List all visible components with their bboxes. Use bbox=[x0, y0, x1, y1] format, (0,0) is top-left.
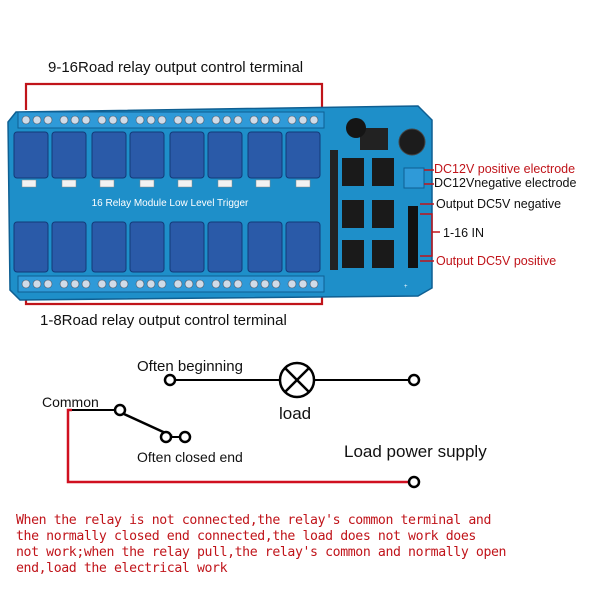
dc12v-positive-label: DC12V positive electrode bbox=[434, 162, 576, 176]
dc12v-negative-label: DC12Vnegative electrode bbox=[434, 176, 577, 190]
load-supply-terminal-top bbox=[407, 373, 421, 387]
explanation-note: When the relay is not connected,the rela… bbox=[16, 513, 596, 577]
load-label: load bbox=[279, 404, 312, 423]
bottom-terminal-label: 1-8Road relay output control terminal bbox=[40, 312, 287, 329]
relay-circuit-schematic bbox=[66, 361, 421, 489]
top-terminal-screws bbox=[21, 115, 319, 125]
dc5v-negative-label: Output DC5V negative bbox=[436, 197, 562, 211]
dc5v-positive-label: Output DC5V positive bbox=[436, 254, 557, 268]
control-ic-area: + bbox=[330, 118, 426, 290]
top-leds bbox=[21, 179, 311, 188]
bottom-terminal-screws bbox=[21, 279, 319, 289]
callout-lines bbox=[420, 169, 440, 262]
note-line-3: not work;when the relay pull,the relay's… bbox=[16, 545, 507, 560]
often-beginning-label: Often beginning bbox=[137, 358, 243, 375]
top-terminal-strip bbox=[17, 111, 325, 129]
inputs-label: 1-16 IN bbox=[443, 226, 484, 240]
relay-board-diagram: 16 Relay Module Low Level Trigger + bbox=[7, 82, 440, 306]
svg-text:+: + bbox=[404, 284, 408, 290]
note-line-4: end,load the electrical work bbox=[16, 561, 228, 576]
often-beginning-terminal bbox=[163, 373, 177, 387]
often-closed-end-label: Often closed end bbox=[137, 449, 243, 465]
module-print: 16 Relay Module Low Level Trigger bbox=[92, 198, 249, 209]
top-bracket bbox=[24, 82, 324, 110]
note-line-2: the normally closed end connected,the lo… bbox=[16, 529, 476, 544]
bottom-terminal-strip bbox=[17, 275, 325, 293]
supply-wire bbox=[66, 408, 414, 484]
bottom-relay-row bbox=[13, 221, 321, 273]
load-power-supply-label: Load power supply bbox=[344, 442, 487, 461]
note-line-1: When the relay is not connected,the rela… bbox=[16, 513, 491, 528]
common-terminal bbox=[113, 403, 127, 417]
load-supply-terminal-bottom bbox=[407, 475, 421, 489]
common-label: Common bbox=[42, 394, 99, 410]
often-closed-terminal bbox=[159, 430, 173, 444]
top-terminal-label: 9-16Road relay output control terminal bbox=[48, 59, 304, 76]
top-relay-row bbox=[13, 131, 321, 179]
